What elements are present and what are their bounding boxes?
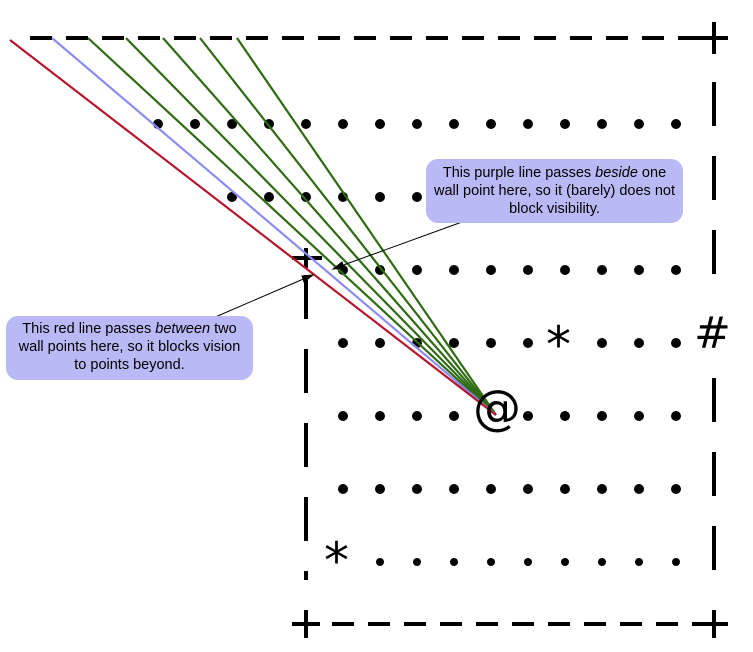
floor-dot bbox=[412, 484, 422, 494]
floor-dot bbox=[375, 265, 385, 275]
floor-dot bbox=[671, 484, 681, 494]
floor-dot bbox=[671, 265, 681, 275]
floor-dot bbox=[634, 119, 644, 129]
floor-dot bbox=[671, 119, 681, 129]
floor-dot bbox=[486, 265, 496, 275]
floor-dot bbox=[597, 484, 607, 494]
floor-dot bbox=[450, 558, 458, 566]
floor-dot bbox=[634, 338, 644, 348]
floor-dot bbox=[486, 484, 496, 494]
green-sight-line bbox=[125, 37, 497, 416]
player-symbol: @ bbox=[473, 380, 521, 436]
walls bbox=[30, 22, 728, 638]
callout-arrows bbox=[212, 221, 463, 319]
green-sight-line bbox=[199, 37, 497, 416]
star-symbol-upper: * bbox=[546, 316, 571, 374]
floor-dot bbox=[523, 484, 533, 494]
floor-dot bbox=[449, 338, 459, 348]
floor-dot bbox=[338, 411, 348, 421]
green-sight-line bbox=[162, 37, 497, 416]
floor-dot bbox=[338, 484, 348, 494]
floor-dot bbox=[412, 411, 422, 421]
floor-dot bbox=[413, 558, 421, 566]
red-callout-arrow bbox=[212, 276, 309, 319]
floor-dot bbox=[375, 338, 385, 348]
floor-dot bbox=[634, 411, 644, 421]
floor-dot bbox=[672, 558, 680, 566]
floor-dot bbox=[227, 192, 237, 202]
floor-dot bbox=[671, 411, 681, 421]
floor-dot bbox=[375, 192, 385, 202]
floor-dot bbox=[449, 265, 459, 275]
floor-dot bbox=[376, 558, 384, 566]
floor-dot bbox=[264, 192, 274, 202]
floor-dot bbox=[598, 558, 606, 566]
floor-dot bbox=[375, 119, 385, 129]
red-callout-text-b: two wall points here, so it blocks visio… bbox=[18, 321, 241, 373]
floor-dot bbox=[671, 338, 681, 348]
floor-dot bbox=[486, 338, 496, 348]
green-sight-line bbox=[236, 37, 497, 416]
floor-dot bbox=[524, 558, 532, 566]
floor-dot bbox=[635, 558, 643, 566]
floor-dot bbox=[190, 119, 200, 129]
floor-dot bbox=[486, 119, 496, 129]
floor-dot bbox=[597, 119, 607, 129]
floor-dot bbox=[523, 411, 533, 421]
floor-dot bbox=[301, 119, 311, 129]
floor-dot bbox=[523, 338, 533, 348]
red-callout-emphasis: between bbox=[155, 321, 211, 337]
floor-dot bbox=[412, 119, 422, 129]
purple-callout-arrowhead bbox=[331, 261, 345, 270]
hash-symbol: # bbox=[694, 308, 731, 359]
floor-dot bbox=[560, 484, 570, 494]
floor-dot bbox=[301, 192, 311, 202]
floor-dot bbox=[560, 265, 570, 275]
floor-dot bbox=[597, 338, 607, 348]
floor-dot bbox=[523, 119, 533, 129]
floor-dot bbox=[634, 484, 644, 494]
floor-dot bbox=[375, 411, 385, 421]
star-symbol-lower: * bbox=[324, 532, 349, 590]
floor-dot bbox=[597, 411, 607, 421]
floor-dot bbox=[634, 265, 644, 275]
purple-callout-emphasis: beside bbox=[595, 165, 638, 181]
floor-dot bbox=[338, 119, 348, 129]
floor-dot bbox=[227, 119, 237, 129]
red-line-callout: This red line passes between two wall po… bbox=[6, 316, 253, 380]
red-callout-text-a: This red line passes bbox=[22, 321, 156, 337]
floor-dot bbox=[338, 338, 348, 348]
purple-callout-text-b: one wall point here, so it (barely) does… bbox=[434, 165, 675, 217]
green-sight-line bbox=[87, 37, 497, 416]
floor-dot bbox=[449, 484, 459, 494]
floor-dot bbox=[597, 265, 607, 275]
purple-line-callout: This purple line passes beside one wall … bbox=[426, 159, 683, 223]
floor-dot bbox=[561, 558, 569, 566]
purple-callout-text-a: This purple line passes bbox=[442, 165, 596, 181]
sight-lines bbox=[9, 37, 497, 416]
floor-dot bbox=[523, 265, 533, 275]
floor-dot bbox=[487, 558, 495, 566]
map-symbols: @ * * # bbox=[324, 308, 731, 590]
floor-dot bbox=[449, 411, 459, 421]
purple-callout-arrow bbox=[337, 221, 463, 268]
purple-sight-line bbox=[51, 37, 497, 416]
floor-dot bbox=[560, 411, 570, 421]
floor-dot bbox=[375, 484, 385, 494]
floor-dot bbox=[449, 119, 459, 129]
floor-dot bbox=[560, 119, 570, 129]
floor-dot bbox=[412, 265, 422, 275]
red-callout-arrowhead bbox=[301, 274, 315, 283]
floor-dot bbox=[412, 192, 422, 202]
red-sight-line bbox=[9, 39, 497, 416]
